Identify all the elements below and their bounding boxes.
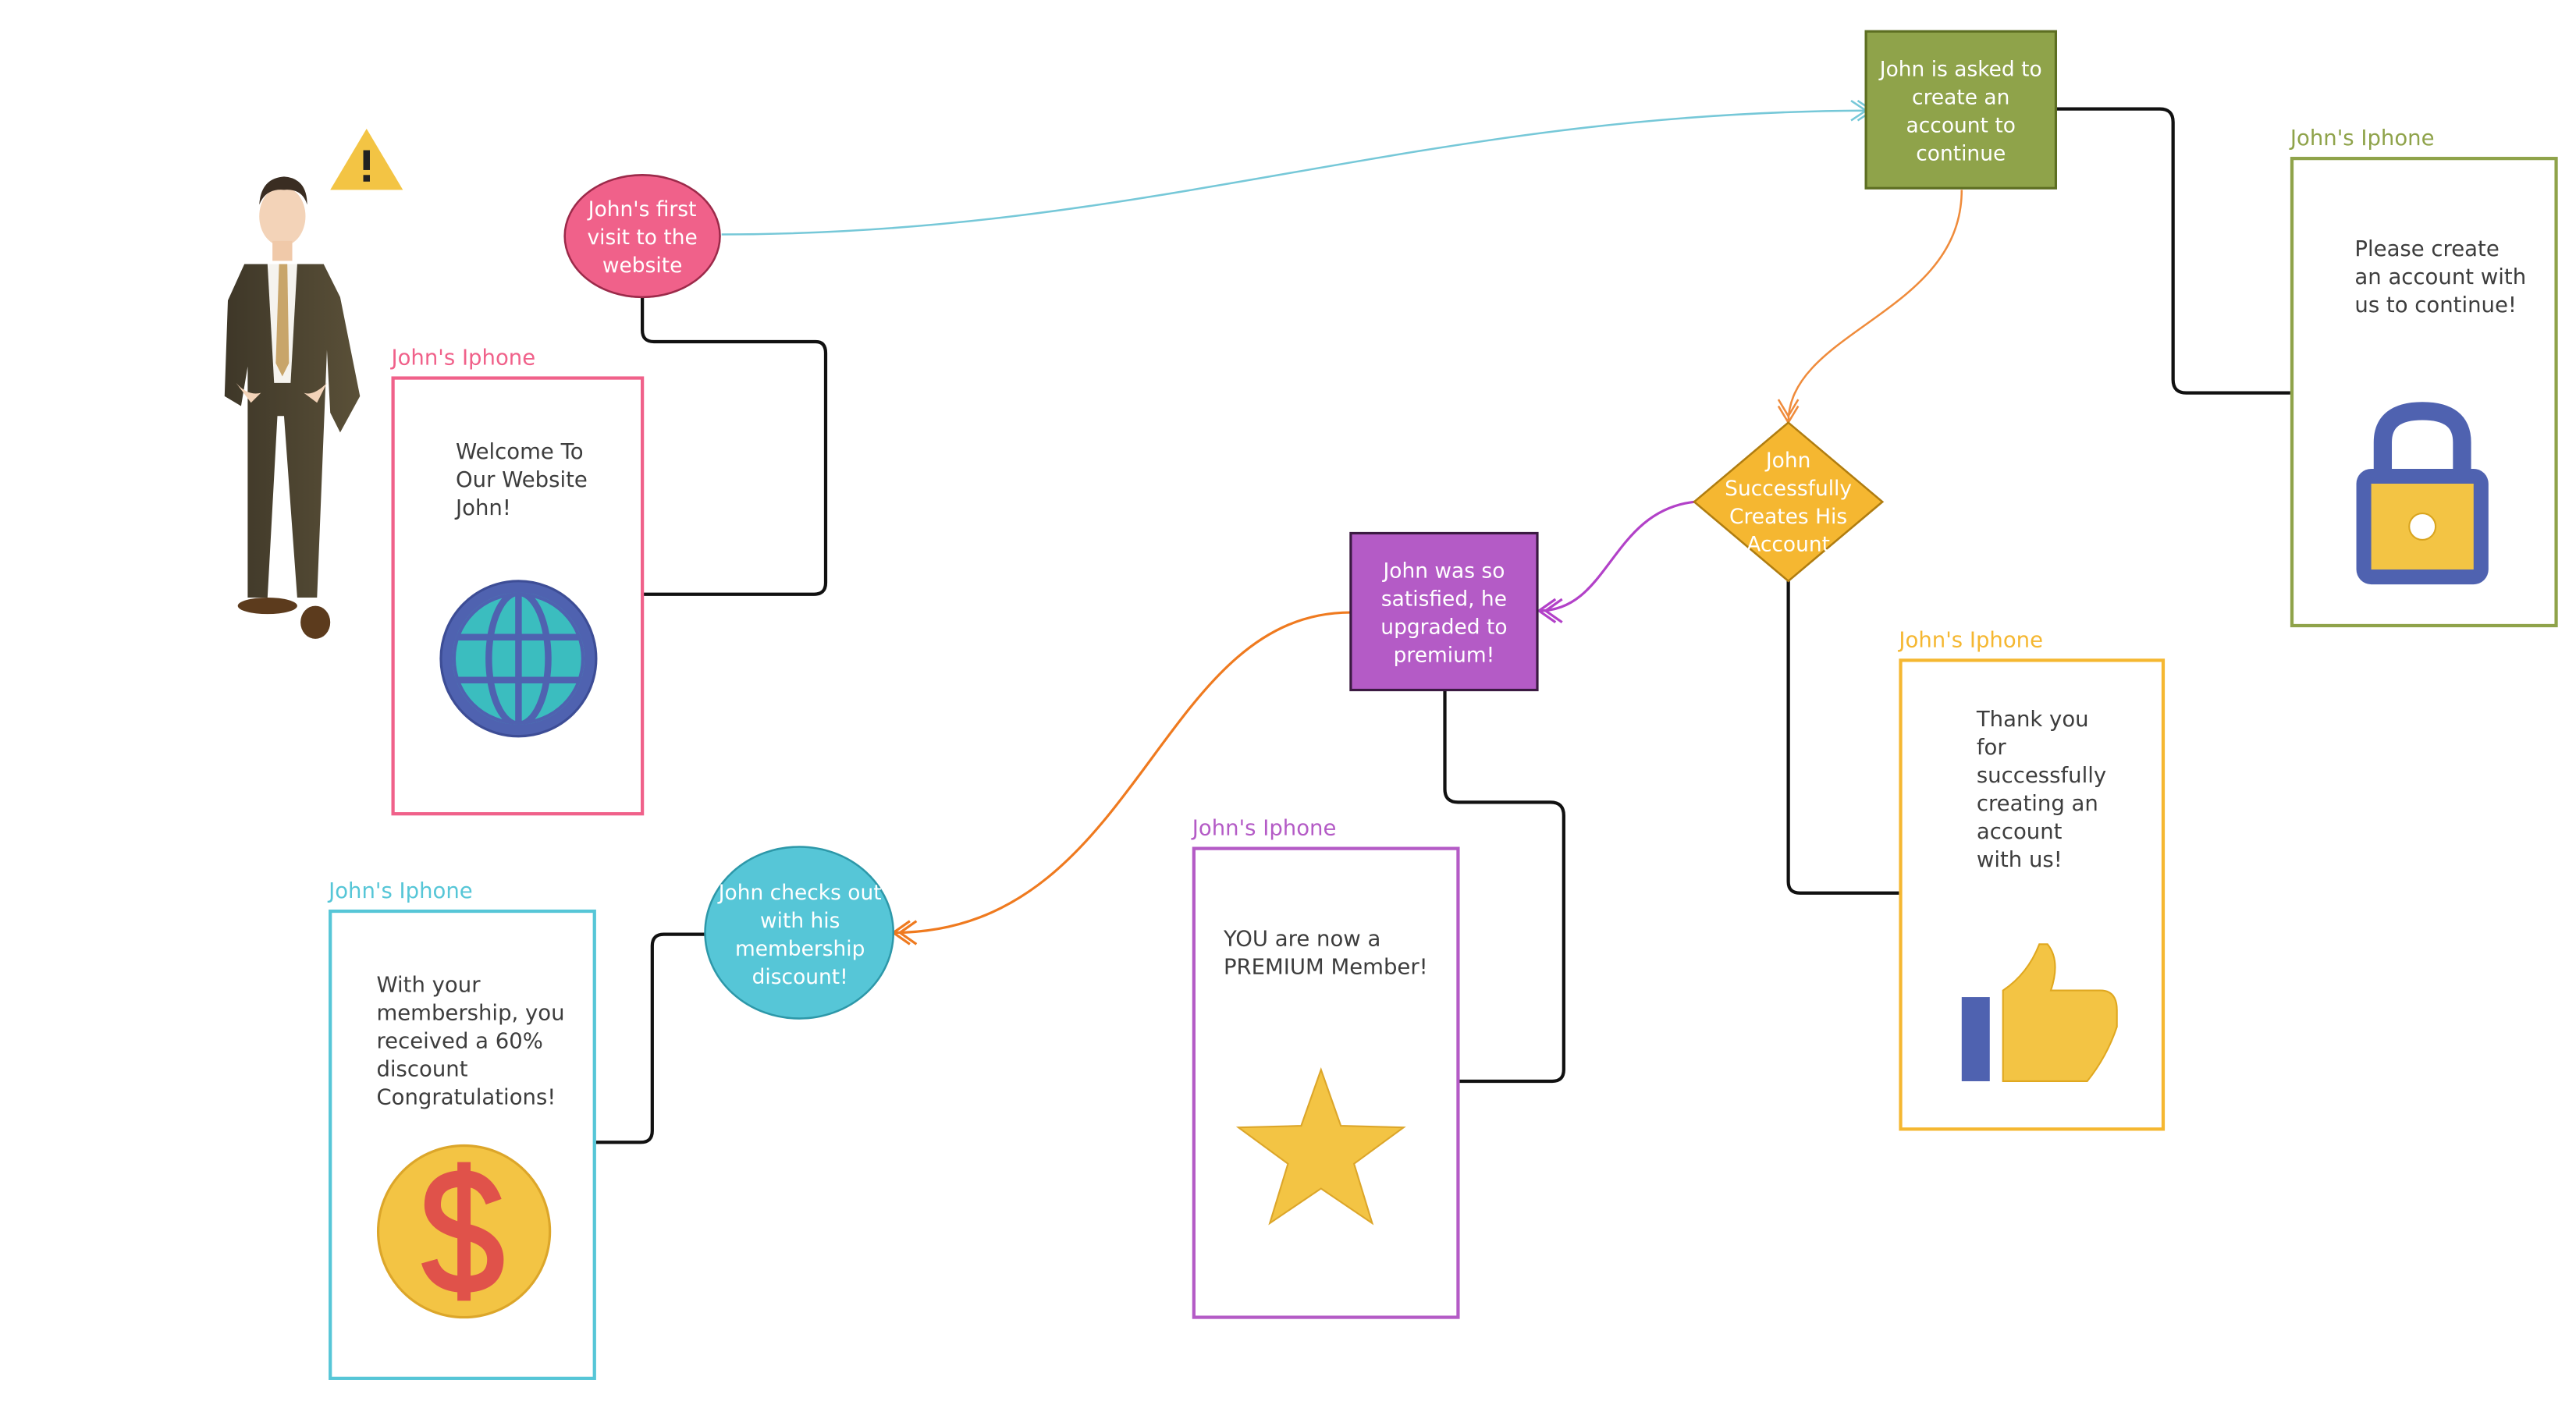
phone-discount-text: With your membership, you received a 60%…: [376, 974, 565, 1112]
connector-checks-out-to-discount-phone: [595, 932, 705, 1144]
phone-welcome-label: John's Iphone: [391, 346, 536, 372]
node-creates-account-shape[interactable]: [1693, 421, 1885, 583]
phone-premium-label: John's Iphone: [1192, 817, 1337, 843]
node-upgraded-shape[interactable]: [1349, 531, 1539, 692]
phone-create-text: Please create an account with us to cont…: [2354, 237, 2527, 319]
node-asked-account-shape[interactable]: [1864, 30, 2058, 190]
node-upgraded-label: John was so satisfied, he upgraded to pr…: [1380, 557, 1508, 666]
phone-discount-frame: [329, 909, 596, 1380]
node-creates-account-label: John Successfully Creates His Account: [1725, 447, 1853, 557]
warning-icon: [330, 129, 403, 190]
node-first-visit-shape[interactable]: [563, 174, 721, 299]
node-first-visit-label: John's first visit to the website: [587, 195, 698, 277]
phone-thanks-label: John's Iphone: [1899, 629, 2044, 654]
arrow-creates-account-to-upgraded: [1537, 500, 1695, 624]
businessman-figure: [224, 176, 361, 639]
phone-discount-label: John's Iphone: [329, 879, 473, 905]
node-asked-account-label: John is asked to create an account to co…: [1879, 55, 2042, 165]
star-icon: [1235, 1066, 1406, 1226]
connector-creates-account-to-thanks-phone: [1786, 580, 1899, 895]
arrow-asked-to-creates-account: [1777, 190, 1963, 425]
thumbs-up-icon: [1961, 943, 2118, 1083]
connector-upgraded-to-premium-phone: [1443, 690, 1565, 1084]
phone-create-label: John's Iphone: [2290, 126, 2435, 152]
phone-premium-frame: [1192, 846, 1460, 1319]
connector-asked-to-create-phone: [2055, 107, 2290, 395]
phone-welcome-text: Welcome To Our Website John!: [456, 440, 588, 522]
phone-thanks-frame: [1899, 658, 2166, 1131]
lock-icon: [2356, 402, 2489, 585]
node-checks-out-label: John checks out with his membership disc…: [718, 878, 882, 988]
phone-welcome-frame: [391, 376, 645, 816]
arrow-first-visit-to-asked: [721, 100, 1874, 236]
globe-icon: [439, 580, 598, 738]
dollar-coin-icon: [376, 1144, 552, 1319]
phone-create-frame: [2290, 157, 2558, 628]
phone-thanks-text: Thank you for successfully creating an a…: [1976, 708, 2107, 874]
phone-premium-text: YOU are now a PREMIUM Member!: [1223, 928, 1428, 981]
connector-first-visit-to-welcome-phone: [641, 296, 828, 596]
node-checks-out-shape[interactable]: [704, 846, 895, 1020]
